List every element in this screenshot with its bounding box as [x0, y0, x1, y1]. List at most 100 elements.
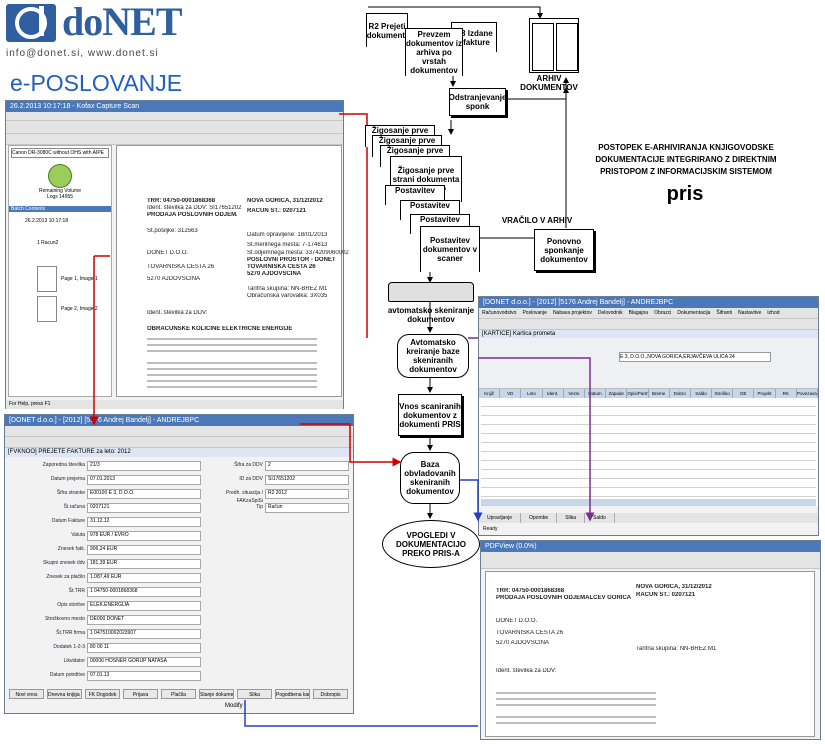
- pris-column-header[interactable]: RK: [776, 389, 797, 398]
- pris-filters: E 3, D.O.O.,NOVA GORICA,ERJAVČEVA ULICA …: [479, 338, 818, 389]
- pris-column-header[interactable]: Zapade: [606, 389, 628, 398]
- entry-field-input[interactable]: 21/3: [87, 461, 201, 471]
- entry-field-input[interactable]: R2 2012: [265, 489, 349, 499]
- logo-brand: doNET: [62, 0, 182, 44]
- pris-column-header[interactable]: VD: [500, 389, 522, 398]
- entry-field-input[interactable]: 07.01.2013: [87, 475, 201, 485]
- entry-field-label: Št.računa: [63, 504, 85, 510]
- pris-column-header[interactable]: Breme: [649, 389, 670, 398]
- pris-menu-item[interactable]: Delovodnik: [597, 310, 623, 316]
- entry-field-input[interactable]: 80 00 11: [87, 643, 201, 653]
- entry-field-input[interactable]: Račun: [265, 503, 349, 513]
- entry-field-label: Šifra stranke: [56, 490, 85, 496]
- flow-r2: R2 Prejeti dokumenti: [366, 13, 408, 47]
- pris-column-header[interactable]: Dobro: [670, 389, 691, 398]
- process-title-line-1: POSTOPEK E-ARHIVIRANJA KNJIGOVODSKE: [598, 143, 774, 152]
- pris-column-header[interactable]: Stroško: [712, 389, 734, 398]
- pris-bottom-tab[interactable]: Upravljanje: [479, 513, 522, 523]
- flow-ponovno: Ponovno sponkanje dokumentov: [534, 229, 594, 271]
- entry-field-input[interactable]: 1 047510002023907: [87, 629, 201, 639]
- inv-tovarniska: TOVARNIŠKA CESTA 26: [247, 264, 316, 270]
- entry-field-label: Št.TRR firma: [56, 630, 85, 636]
- inv-datum: Datum opravljene: 18/01/2013: [247, 232, 328, 238]
- entry-field-input[interactable]: 906,24 EUR: [87, 545, 201, 555]
- pris-bottom-tab[interactable]: Opombe: [521, 513, 558, 523]
- device-select[interactable]: Canon DR-3080C without OHS with AIPE: [11, 148, 109, 158]
- page-thumb-1[interactable]: [37, 266, 57, 292]
- flow-baza: Baza obvladovanih skeniranih dokumentov: [400, 452, 460, 504]
- process-title-line-3: PRISTOPOM Z INFORMACIJSKIM SISTEMOM: [600, 167, 772, 176]
- entry-action-button[interactable]: Dobropis: [313, 689, 348, 699]
- viewer-city: 5270 AJDOVŠČINA: [496, 640, 550, 646]
- entry-field-input[interactable]: 00006 HOSNER GORUP NATAŠA: [87, 657, 201, 667]
- pris-partner-field[interactable]: E 3, D.O.O.,NOVA GORICA,ERJAVČEVA ULICA …: [619, 352, 771, 362]
- flow-skeniranje: avtomatsko skeniranje dokumentov: [387, 306, 475, 324]
- entry-action-button[interactable]: Stanje dokumenta: [199, 689, 234, 699]
- entry-field-input[interactable]: ELEK.ENERGIJA: [87, 601, 201, 611]
- pris-menu-item[interactable]: Nabava projektov: [552, 310, 592, 316]
- inv-merilno: Št.merilnega mesta: 7-174813: [247, 242, 328, 248]
- entry-action-button[interactable]: Prijava: [123, 689, 158, 699]
- pris-column-header[interactable]: Projekt: [754, 389, 776, 398]
- viewer-window-title: PDFView (0.0%): [481, 541, 820, 552]
- entry-action-button[interactable]: Dnevna knjiga FK: [47, 689, 82, 699]
- pris-column-header[interactable]: Knjiž: [479, 389, 501, 398]
- pris-menu-item[interactable]: Izhod: [767, 310, 780, 316]
- page-thumb-2[interactable]: [37, 296, 57, 322]
- viewer-window: PDFView (0.0%) NOVA GORICA, 31/12/2012 R…: [480, 540, 821, 740]
- entry-field-input[interactable]: 0207121: [87, 503, 201, 513]
- inv-obr: Obračunska varovalka: 3X035: [247, 293, 328, 299]
- scan-window-title: 26.2.2013 10:17:18 - Kofax Capture Scan: [6, 101, 343, 112]
- page-heading: e-POSLOVANJE: [10, 70, 183, 96]
- entry-field-input[interactable]: 181,39 EUR: [87, 559, 201, 569]
- pris-menu-item[interactable]: Nastavitve: [737, 310, 762, 316]
- pris-column-header[interactable]: Vezni: [564, 389, 585, 398]
- viewer-page: NOVA GORICA, 31/12/2012 RAČUN ŠT.: 02071…: [485, 571, 815, 737]
- scan-status-bar: For Help, press F1: [6, 400, 343, 409]
- entry-field-input[interactable]: 2: [265, 461, 349, 471]
- pris-column-header[interactable]: Povezava: [797, 389, 818, 398]
- pris-column-header[interactable]: DE: [733, 389, 755, 398]
- archive-cabinet: [529, 18, 579, 73]
- pris-menu-item[interactable]: Obrazci: [654, 310, 672, 316]
- system-name: pris: [666, 183, 704, 205]
- entry-field-input[interactable]: 1.087,49 EUR: [87, 573, 201, 583]
- entry-action-button[interactable]: Pogodbena kartica: [275, 689, 310, 699]
- flow-vnos: Vnos scaniranih dokumentov z dokumenti P…: [398, 394, 462, 436]
- pris-menu-item[interactable]: Dokumentacija: [677, 310, 711, 316]
- pris-menu-item[interactable]: Blagajna: [628, 310, 649, 316]
- entry-field-input[interactable]: 07.01.13: [87, 671, 201, 681]
- entry-action-button[interactable]: Novi vnos: [9, 689, 44, 699]
- batch-date[interactable]: 26.2.2013 10:17:18: [25, 218, 69, 224]
- scan-toolbar-2: [6, 134, 343, 145]
- pris-column-header[interactable]: Saldo: [691, 389, 713, 398]
- entry-action-button[interactable]: Slika: [237, 689, 272, 699]
- pris-menu-item[interactable]: Računovodstvo: [482, 310, 517, 316]
- pris-column-header[interactable]: Leto: [521, 389, 543, 398]
- entry-field-input[interactable]: 978 EUR / EVRO: [87, 531, 201, 541]
- entry-action-button[interactable]: Plačila: [161, 689, 196, 699]
- entry-field-label: Datum prejema: [50, 476, 85, 482]
- tree-item[interactable]: 1 Racun2: [37, 240, 59, 246]
- pris-column-header[interactable]: Opis/Partner: [627, 389, 649, 398]
- flow-avtomatsko: Avtomatsko kreiranje baze skeniranih dok…: [397, 334, 469, 378]
- entry-action-button[interactable]: FK Dogodek: [85, 689, 120, 699]
- pris-column-header[interactable]: Ident.: [543, 389, 564, 398]
- viewer-company: PRODAJA POSLOVNIH ODJEMALCEV GORICA: [496, 595, 632, 601]
- pris-menu-item[interactable]: Šifranti: [716, 310, 732, 316]
- entry-field-input[interactable]: E00100 E 3, D.O.O.: [87, 489, 201, 499]
- entry-field-input[interactable]: 1 04750-0001868368: [87, 587, 201, 597]
- entry-field-input[interactable]: DE000 DONET: [87, 615, 201, 625]
- pris-bottom-tab[interactable]: Saldo: [585, 513, 615, 523]
- pris-bottom-tab[interactable]: Slika: [557, 513, 586, 523]
- page-label-1: Page 1, Image 1: [61, 276, 98, 282]
- donet-logo-mark: [6, 4, 56, 42]
- pris-column-header[interactable]: Datum: [585, 389, 607, 398]
- entry-field-label: Znesek za plačilo: [46, 574, 85, 580]
- entry-field-input[interactable]: SI17651202: [265, 475, 349, 485]
- entry-field-input[interactable]: 31.12.12: [87, 517, 201, 527]
- entry-field-label: Likvidator: [63, 658, 85, 664]
- pris-menu-item[interactable]: Poslovanje: [522, 310, 547, 316]
